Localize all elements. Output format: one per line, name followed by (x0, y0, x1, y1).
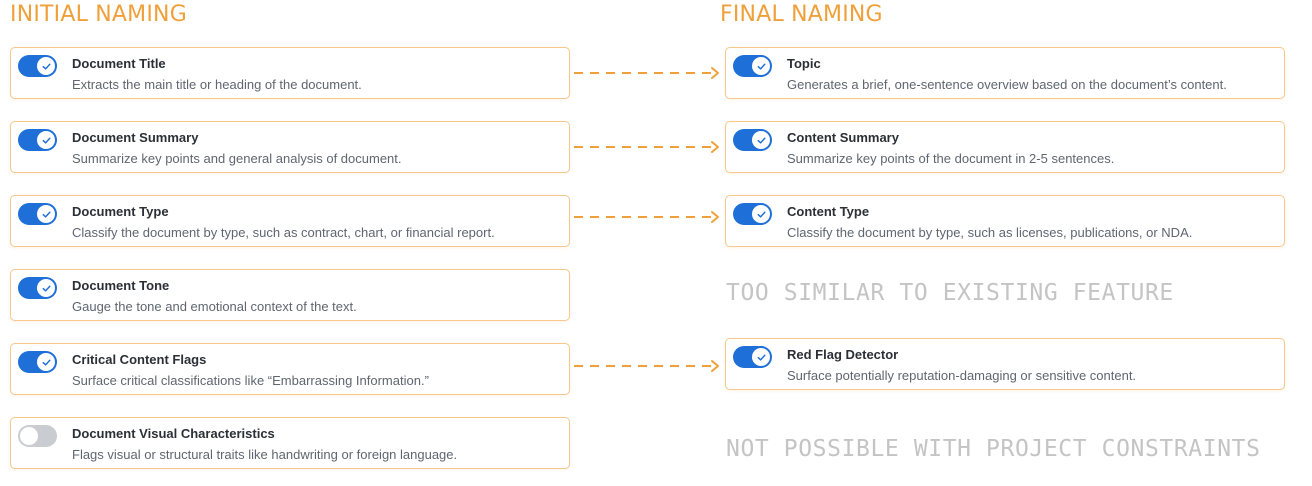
initial-feature-card-critical-content-flags: Critical Content Flags Surface critical … (10, 343, 570, 395)
feature-description: Surface potentially reputation-damaging … (787, 368, 1137, 383)
feature-toggle[interactable] (733, 129, 772, 151)
toggle-knob (752, 205, 770, 223)
feature-toggle[interactable] (733, 346, 772, 368)
initial-feature-card-document-title: Document Title Extracts the main title o… (10, 47, 570, 99)
feature-description: Surface critical classifications like “E… (72, 373, 429, 388)
too-similar-note: TOO SIMILAR TO EXISTING FEATURE (726, 280, 1174, 306)
feature-toggle[interactable] (733, 55, 772, 77)
toggle-knob (20, 427, 38, 445)
feature-description: Summarize key points of the document in … (787, 151, 1115, 166)
feature-title: Red Flag Detector (787, 347, 899, 362)
final-feature-card-topic: Topic Generates a brief, one-sentence ov… (725, 47, 1285, 99)
feature-description: Summarize key points and general analysi… (72, 151, 402, 166)
feature-toggle[interactable] (18, 129, 57, 151)
check-icon (757, 137, 766, 144)
toggle-knob (37, 131, 55, 149)
check-icon (42, 211, 51, 218)
check-icon (757, 63, 766, 70)
dashed-arrow-icon (574, 360, 719, 372)
toggle-knob (752, 57, 770, 75)
final-feature-card-content-summary: Content Summary Summarize key points of … (725, 121, 1285, 173)
initial-feature-card-document-type: Document Type Classify the document by t… (10, 195, 570, 247)
toggle-knob (37, 57, 55, 75)
check-icon (757, 354, 766, 361)
final-feature-card-content-type: Content Type Classify the document by ty… (725, 195, 1285, 247)
toggle-knob (752, 348, 770, 366)
feature-title: Document Summary (72, 130, 199, 145)
check-icon (42, 63, 51, 70)
dashed-arrow-icon (574, 211, 719, 223)
check-icon (42, 359, 51, 366)
initial-feature-card-document-summary: Document Summary Summarize key points an… (10, 121, 570, 173)
final-naming-heading: FINAL NAMING (720, 2, 883, 27)
feature-title: Content Summary (787, 130, 899, 145)
final-feature-card-red-flag-detector: Red Flag Detector Surface potentially re… (725, 338, 1285, 390)
initial-feature-card-document-visual-characteristics: Document Visual Characteristics Flags vi… (10, 417, 570, 469)
feature-title: Document Visual Characteristics (72, 426, 275, 441)
feature-toggle[interactable] (18, 277, 57, 299)
toggle-knob (37, 205, 55, 223)
feature-toggle[interactable] (18, 55, 57, 77)
dashed-arrow-icon (574, 67, 719, 79)
toggle-knob (37, 353, 55, 371)
check-icon (757, 211, 766, 218)
not-possible-note: NOT POSSIBLE WITH PROJECT CONSTRAINTS (726, 436, 1261, 462)
feature-toggle[interactable] (18, 203, 57, 225)
feature-title: Document Tone (72, 278, 170, 293)
feature-toggle[interactable] (733, 203, 772, 225)
toggle-knob (37, 279, 55, 297)
dashed-arrow-icon (574, 141, 719, 153)
feature-description: Classify the document by type, such as c… (72, 225, 495, 240)
check-icon (42, 137, 51, 144)
initial-feature-card-document-tone: Document Tone Gauge the tone and emotion… (10, 269, 570, 321)
feature-description: Classify the document by type, such as l… (787, 225, 1193, 240)
feature-description: Extracts the main title or heading of th… (72, 77, 362, 92)
feature-title: Document Title (72, 56, 166, 71)
feature-title: Document Type (72, 204, 169, 219)
toggle-knob (752, 131, 770, 149)
feature-toggle-off[interactable] (18, 425, 57, 447)
feature-title: Critical Content Flags (72, 352, 207, 367)
initial-naming-heading: INITIAL NAMING (10, 2, 187, 27)
feature-title: Topic (787, 56, 821, 71)
feature-toggle[interactable] (18, 351, 57, 373)
feature-description: Generates a brief, one-sentence overview… (787, 77, 1227, 92)
check-icon (42, 285, 51, 292)
feature-description: Gauge the tone and emotional context of … (72, 299, 357, 314)
feature-description: Flags visual or structural traits like h… (72, 447, 458, 462)
feature-title: Content Type (787, 204, 870, 219)
